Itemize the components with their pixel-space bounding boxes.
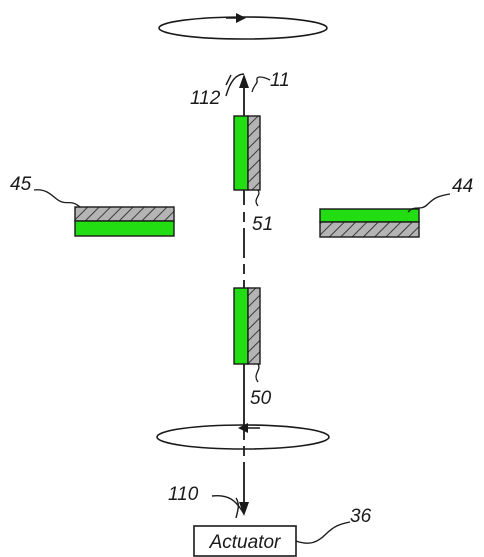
leader-44 (407, 193, 451, 213)
plate-45 (74, 206, 175, 237)
leader-45 (33, 189, 81, 208)
plate-50 (233, 287, 261, 365)
label-112: 112 (190, 88, 221, 109)
label-110: 110 (168, 484, 199, 505)
label-44: 44 (452, 176, 473, 197)
bottom-rotation-arrow (156, 423, 330, 450)
top-rotation-arrow (158, 13, 328, 40)
axis-bottom-arrow (211, 494, 249, 519)
axis-top-arrow (225, 73, 249, 97)
actuator-label: Actuator (209, 532, 281, 553)
leader-51 (255, 189, 260, 207)
label-51: 51 (252, 214, 273, 235)
label-36: 36 (350, 506, 372, 527)
actuator-box: Actuator (193, 525, 297, 557)
leader-11 (251, 76, 271, 93)
leader-36 (295, 521, 351, 544)
label-11: 11 (270, 70, 290, 91)
leader-50 (255, 363, 260, 383)
label-45: 45 (10, 174, 32, 195)
plate-51 (233, 115, 261, 191)
plate-44 (319, 208, 420, 238)
label-50: 50 (250, 388, 272, 409)
